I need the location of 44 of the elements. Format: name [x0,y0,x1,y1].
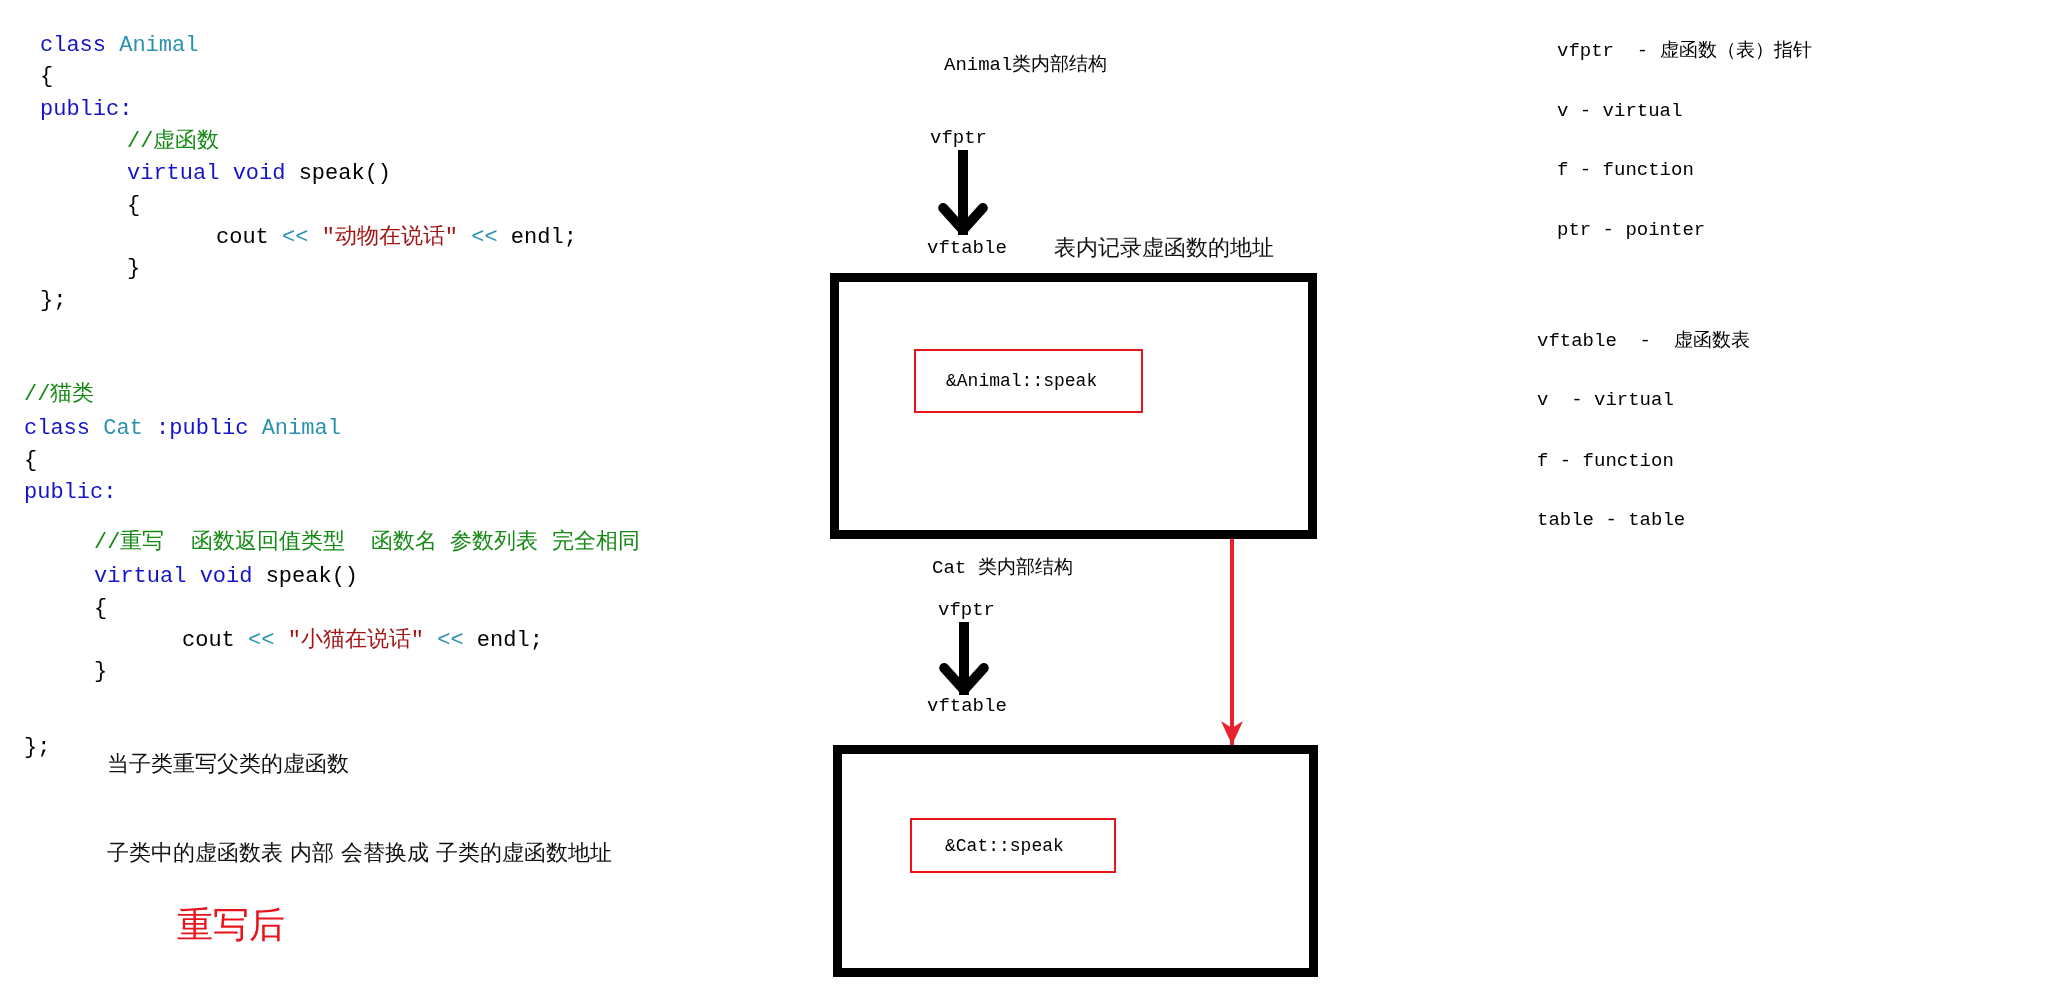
glossary-line: v - virtual [1557,99,1683,123]
code-line: cout << "动物在说话" << endl; [216,225,577,251]
code-line: class Cat :public Animal [24,416,341,442]
glossary-line: table - table [1537,508,1686,532]
annotation-text: 表内记录虚函数的地址 [1053,235,1274,261]
note-heading: 重写后 [177,902,285,946]
table-label: vftable [927,236,1007,260]
pointer-label: vfptr [938,599,995,622]
address-entry: &Cat::speak [910,818,1116,873]
section-heading: Animal类内部结构 [944,53,1108,77]
arrow [938,150,988,235]
code-line: } [94,659,108,685]
code-line: { [24,448,38,474]
code-line: { [40,64,54,90]
table-frame [830,273,1317,539]
code-line: virtual void speak() [127,161,392,187]
code-line: { [94,596,108,622]
code-line: virtual void speak() [94,564,359,590]
arrow [939,622,989,695]
glossary-line: v - virtual [1537,388,1674,412]
glossary-line: f - function [1537,449,1674,473]
code-line: }; [24,735,51,761]
section-heading: Cat 类内部结构 [932,556,1073,580]
arrow [1221,539,1243,745]
glossary-line: f - function [1557,158,1694,182]
glossary-line: ptr - pointer [1557,218,1706,242]
glossary-line: vfptr - 虚函数（表）指针 [1557,39,1812,63]
table-label: vftable [927,695,1007,718]
note-text: 子类中的虚函数表 内部 会替换成 子类的虚函数地址 [107,840,612,866]
note-text: 当子类重写父类的虚函数 [107,751,349,777]
glossary-line: vftable - 虚函数表 [1537,329,1750,353]
pointer-label: vfptr [930,127,987,150]
code-comment: //虚函数 [127,129,220,155]
code-line: class Animal [40,33,199,59]
code-line: }; [40,288,67,314]
code-line: public: [24,480,117,506]
code-line: { [127,193,141,219]
code-comment: //猫类 [24,382,95,408]
address-entry: &Animal::speak [914,349,1143,413]
code-line: } [127,256,141,282]
code-line: public: [40,97,133,123]
table-frame [833,745,1318,977]
code-line: cout << "小猫在说话" << endl; [182,628,543,654]
code-comment: //重写 函数返回值类型 函数名 参数列表 完全相同 [94,530,640,556]
